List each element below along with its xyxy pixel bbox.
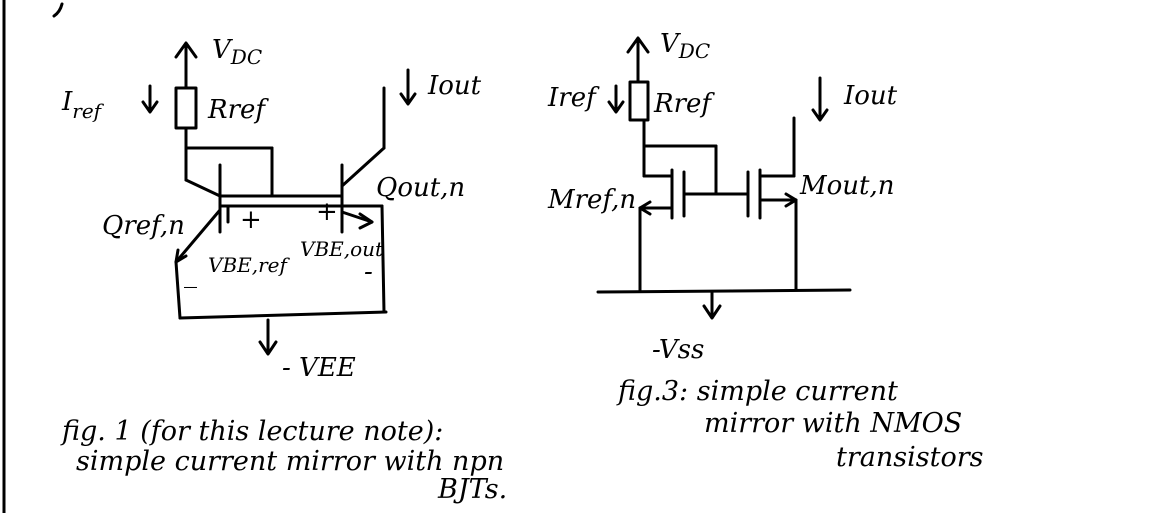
fig1-qref-emitter xyxy=(174,208,222,264)
fig3-vss-label: -Vss xyxy=(652,335,704,365)
fig1-qref-label: Qref,n xyxy=(102,211,185,241)
fig3-mout-label: Mout,n xyxy=(799,171,894,201)
fig1-qout-emitter-arrow-icon xyxy=(358,212,374,230)
fig1-qout-collector xyxy=(340,146,386,188)
fig3-iref-arrow-icon xyxy=(607,100,625,114)
fig3-vdc-label: VDC xyxy=(660,29,710,63)
fig1-minus-left: _ xyxy=(184,259,197,289)
fig1-vbe-box-left xyxy=(174,260,182,320)
fig1-vee-label: - VEE xyxy=(282,353,356,383)
fig3-vss-arrow-icon xyxy=(702,304,722,320)
fig1-plus-right: + xyxy=(316,197,338,227)
fig1-vdc-label: VDC xyxy=(212,35,262,69)
page-mark xyxy=(52,2,64,18)
fig3-vss-rail xyxy=(596,288,852,294)
fig3-iout-arrow-icon xyxy=(811,108,829,122)
fig3-vdc-arrow-icon xyxy=(626,36,650,54)
fig1-iout-label: Iout xyxy=(427,71,482,101)
fig1-caption-line3: BJTs. xyxy=(437,474,507,505)
fig1-vbe-out-label: VBE,out xyxy=(300,237,384,261)
fig1-qref-collector xyxy=(184,178,222,198)
fig1-caption-line1: fig. 1 (for this lecture note): xyxy=(60,416,443,447)
fig3-iref-label: Iref xyxy=(547,83,600,113)
fig3-caption-line3: transistors xyxy=(836,442,983,473)
fig1-vbe-box-right xyxy=(380,204,386,314)
fig3-mref-label: Mref,n xyxy=(547,185,636,215)
fig1-qout-label: Qout,n xyxy=(376,173,465,203)
fig1-vee-rail xyxy=(178,310,388,320)
fig1-vbe-ref-label: VBE,ref xyxy=(208,253,290,277)
fig3-rref-label: Rref xyxy=(653,89,715,119)
fig1-plus-left: + xyxy=(240,205,262,235)
fig3-nmos-mirror: VDC Rref Iref Iout Mr xyxy=(547,29,983,473)
fig1-minus-right: - xyxy=(364,257,373,287)
fig1-iref-arrow-icon xyxy=(141,100,159,114)
fig1-caption-line2: simple current mirror with npn xyxy=(76,446,504,477)
fig3-rref-resistor xyxy=(628,80,650,122)
fig3-iout-label: Iout xyxy=(843,81,898,111)
fig3-caption-line1: fig.3: simple current xyxy=(616,376,898,407)
fig1-iout-arrow-icon xyxy=(399,92,417,106)
fig3-caption-line2: mirror with NMOS xyxy=(704,408,962,439)
fig1-vdc-arrow-icon xyxy=(174,41,198,59)
fig1-vee-arrow-icon xyxy=(258,340,278,356)
fig1-rref-label: Rref xyxy=(207,95,269,125)
fig1-iref-label: Iref xyxy=(61,87,105,123)
fig1-bjt-mirror: VDC Rref Iref Iout + xyxy=(60,35,507,505)
fig1-rref-resistor xyxy=(174,86,198,130)
